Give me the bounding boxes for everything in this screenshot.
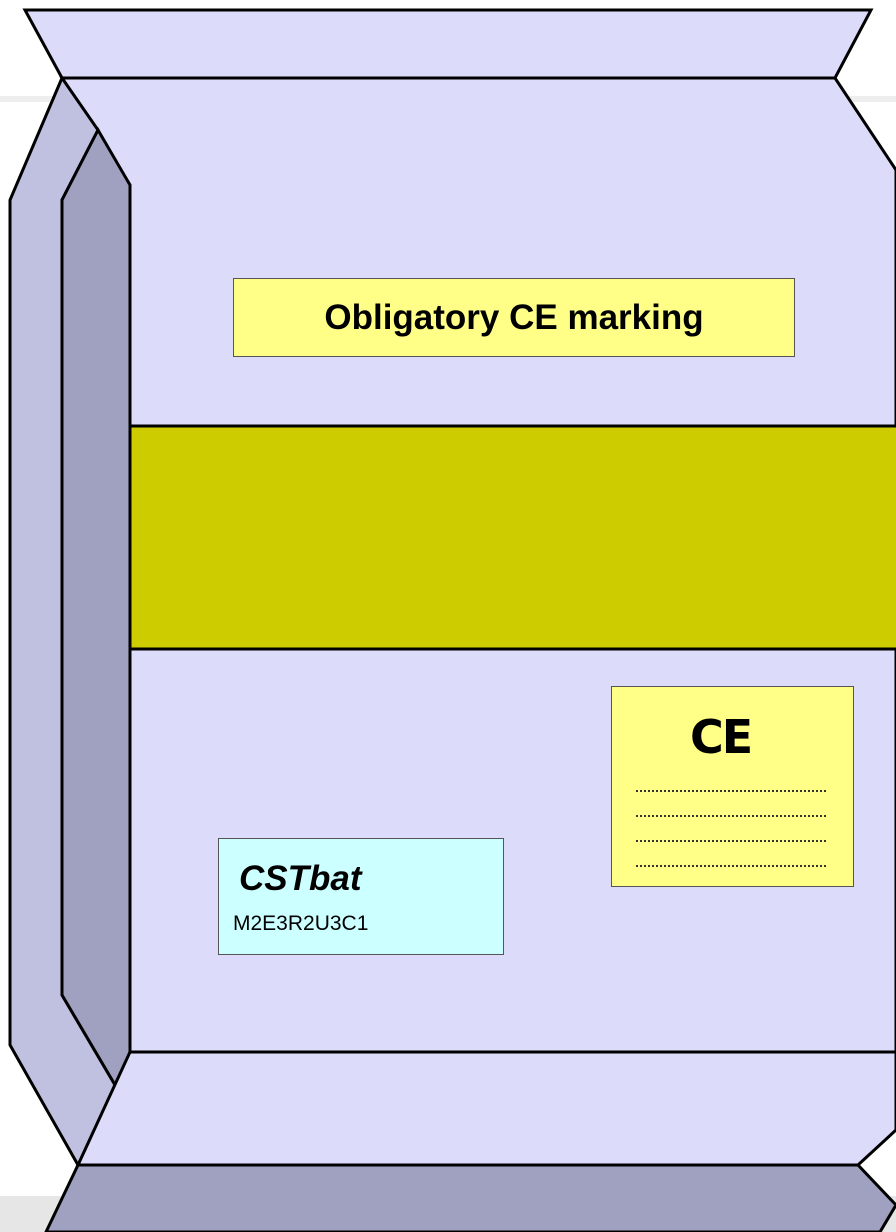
blank-line bbox=[636, 790, 826, 792]
blank-line bbox=[636, 840, 826, 842]
top-flap bbox=[22, 8, 874, 80]
ce-mark: CE bbox=[690, 710, 753, 764]
blank-line bbox=[636, 865, 826, 867]
bottom-base bbox=[44, 1163, 896, 1232]
product-name: CSTbat bbox=[239, 859, 362, 898]
ce-label: CE bbox=[611, 686, 854, 887]
color-band bbox=[128, 424, 896, 651]
side-panel-inner bbox=[60, 126, 132, 1094]
product-code: M2E3R2U3C1 bbox=[233, 912, 369, 935]
title-text: Obligatory CE marking bbox=[324, 297, 704, 337]
bottom-flap bbox=[75, 1050, 896, 1167]
product-label: CSTbat M2E3R2U3C1 bbox=[218, 838, 504, 955]
title-label: Obligatory CE marking bbox=[233, 278, 795, 357]
blank-line bbox=[636, 815, 826, 817]
